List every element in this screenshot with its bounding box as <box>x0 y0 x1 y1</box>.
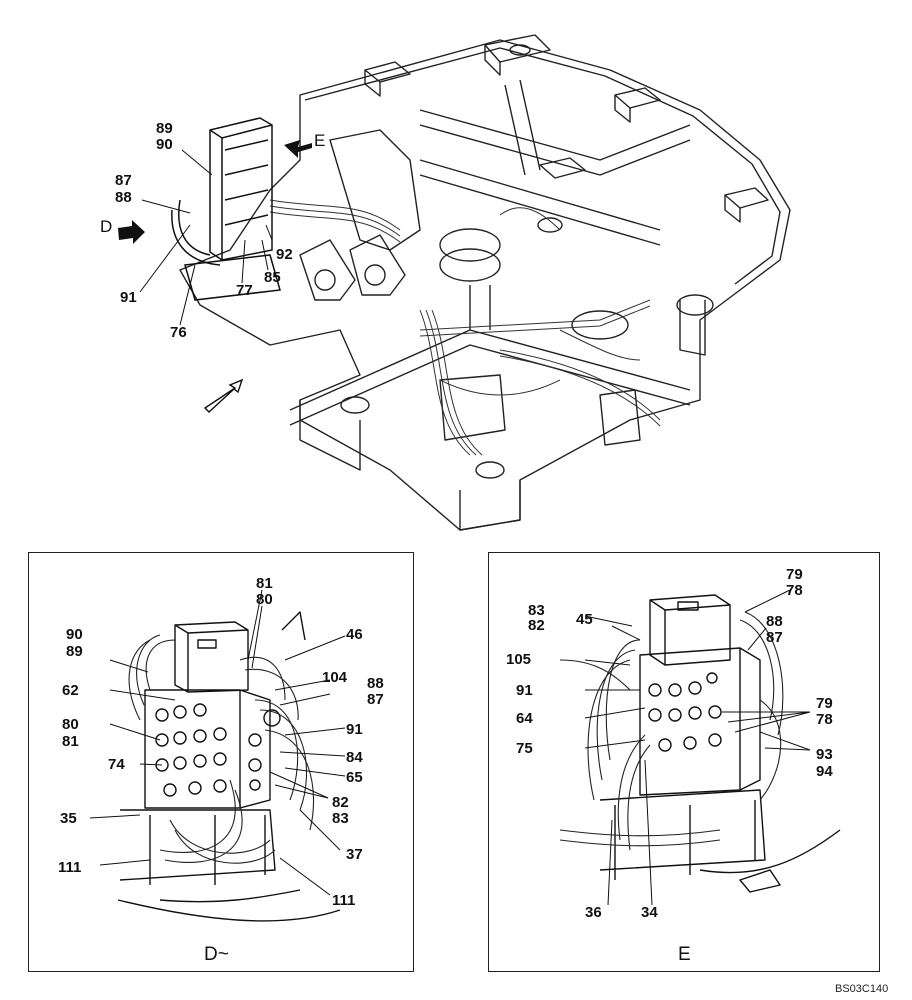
arrow-e-label: E <box>314 131 326 150</box>
inset-d-callout-88: 88 <box>367 675 384 692</box>
inset-d-callout-83: 83 <box>332 810 349 827</box>
drawing-code: BS03C140 <box>835 983 889 995</box>
inset-d-callout-80-top: 80 <box>256 591 273 608</box>
inset-e-callout-93: 93 <box>816 746 833 763</box>
inset-e-callout-79-top: 79 <box>786 566 803 583</box>
inset-view-e <box>488 552 880 972</box>
main-callout-92: 92 <box>276 246 293 263</box>
inset-d-callout-111-right: 111 <box>332 892 356 909</box>
inset-d-callout-82: 82 <box>332 794 349 811</box>
inset-d-callout-81: 81 <box>62 733 79 750</box>
main-callout-88: 88 <box>115 189 132 206</box>
inset-e-callout-75: 75 <box>516 740 533 757</box>
inset-d-callout-35: 35 <box>60 810 77 827</box>
inset-e-callout-64: 64 <box>516 710 533 727</box>
arrow-d-label: D <box>100 217 113 236</box>
inset-e-callout-94: 94 <box>816 763 833 780</box>
inset-e-callout-87: 87 <box>766 629 783 646</box>
inset-d-callout-62: 62 <box>62 682 79 699</box>
inset-d-callout-37: 37 <box>346 846 363 863</box>
inset-d-callout-91: 91 <box>346 721 363 738</box>
inset-e-callout-34: 34 <box>641 904 658 921</box>
inset-e-callout-45: 45 <box>576 611 593 628</box>
inset-e-callout-88: 88 <box>766 613 783 630</box>
main-callout-91: 91 <box>120 289 137 306</box>
inset-e-callout-82: 82 <box>528 617 545 634</box>
inset-d-callout-74: 74 <box>108 756 125 773</box>
main-callout-89: 89 <box>156 120 173 137</box>
inset-d-callout-65: 65 <box>346 769 363 786</box>
inset-d-callout-90: 90 <box>66 626 83 643</box>
inset-d-callout-89: 89 <box>66 643 83 660</box>
main-callout-87: 87 <box>115 172 132 189</box>
inset-d-callout-104: 104 <box>322 669 348 686</box>
inset-e-callout-91: 91 <box>516 682 533 699</box>
inset-d-caption: D~ <box>204 944 229 965</box>
inset-e-callout-105: 105 <box>506 651 532 668</box>
inset-e-callout-78: 78 <box>816 711 833 728</box>
inset-e-callout-79: 79 <box>816 695 833 712</box>
inset-d-callout-80: 80 <box>62 716 79 733</box>
main-callout-76: 76 <box>170 324 187 341</box>
inset-e-callout-36: 36 <box>585 904 602 921</box>
main-callout-85: 85 <box>264 269 281 286</box>
main-callout-77: 77 <box>236 282 253 299</box>
inset-e-callout-83: 83 <box>528 602 545 619</box>
inset-d-callout-81-top: 81 <box>256 575 273 592</box>
inset-d-callout-111-left: 111 <box>58 859 82 876</box>
main-callout-90: 90 <box>156 136 173 153</box>
inset-e-callout-78-top: 78 <box>786 582 803 599</box>
inset-d-callout-87: 87 <box>367 691 384 708</box>
inset-d-callout-46: 46 <box>346 626 363 643</box>
inset-e-caption: E <box>678 944 691 965</box>
inset-d-callout-84: 84 <box>346 749 363 766</box>
